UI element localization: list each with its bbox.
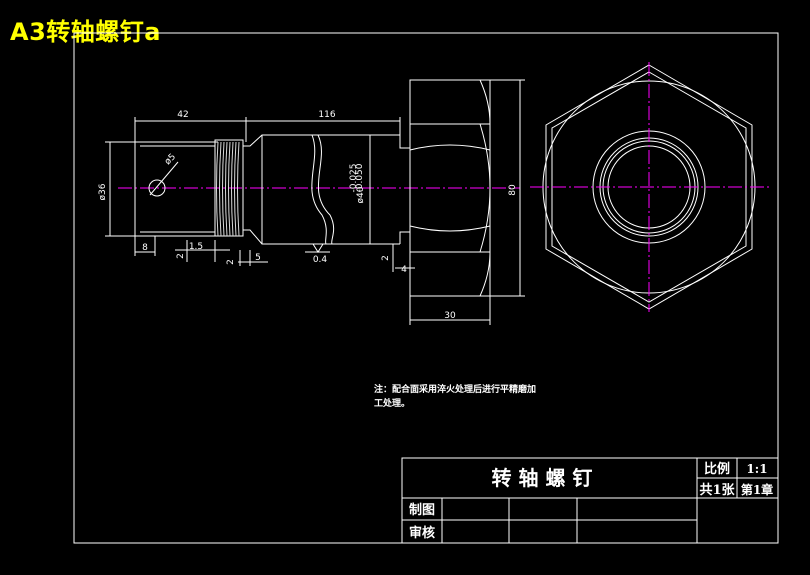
checked-by-label: 审核 — [409, 525, 435, 541]
dim-1-5: 1.5 — [189, 242, 203, 252]
dim-2b: 2 — [226, 259, 236, 265]
dim-5: 5 — [255, 253, 261, 263]
scale-label: 比例 — [704, 461, 730, 477]
technical-note-line1: 注：配合面采用淬火处理后进行平精磨加 — [374, 383, 536, 395]
dim-4: 4 — [401, 265, 407, 275]
sheet-number: 第1章 — [741, 482, 773, 497]
roughness-symbol: 0.4 — [313, 255, 328, 265]
drawn-by-label: 制图 — [409, 502, 435, 518]
dim-tol-upper: -0.025 — [349, 163, 359, 192]
side-view: 42 116 ø36 ø5 ø40 -0.025 -0.050 80 8 1.5… — [98, 79, 525, 325]
dim-116: 116 — [318, 110, 335, 120]
dim-2a: 2 — [176, 253, 186, 259]
overlay-title: A3转轴螺钉a — [10, 18, 161, 46]
head-side — [409, 79, 491, 297]
dim-d40: ø40 — [356, 186, 366, 203]
dim-d36: ø36 — [98, 183, 108, 200]
dim-2c: 2 — [381, 255, 391, 261]
part-name: 转 轴 螺 钉 — [492, 466, 593, 490]
dimension-lines — [105, 79, 525, 325]
dim-80: 80 — [508, 184, 518, 196]
sheet-count: 共1张 — [699, 482, 735, 498]
cross-hole — [148, 179, 166, 197]
dim-8: 8 — [142, 243, 148, 253]
dim-42: 42 — [177, 110, 188, 120]
dim-tol-lower: -0.050 — [355, 163, 365, 192]
thread-section — [214, 139, 244, 237]
dim-30: 30 — [444, 311, 456, 321]
end-view — [530, 62, 770, 312]
technical-note-line2: 工处理。 — [374, 397, 410, 409]
title-block: 转 轴 螺 钉 比例 1:1 共1张 第1章 制图 审核 — [401, 457, 779, 544]
scale-value: 1:1 — [746, 462, 767, 476]
